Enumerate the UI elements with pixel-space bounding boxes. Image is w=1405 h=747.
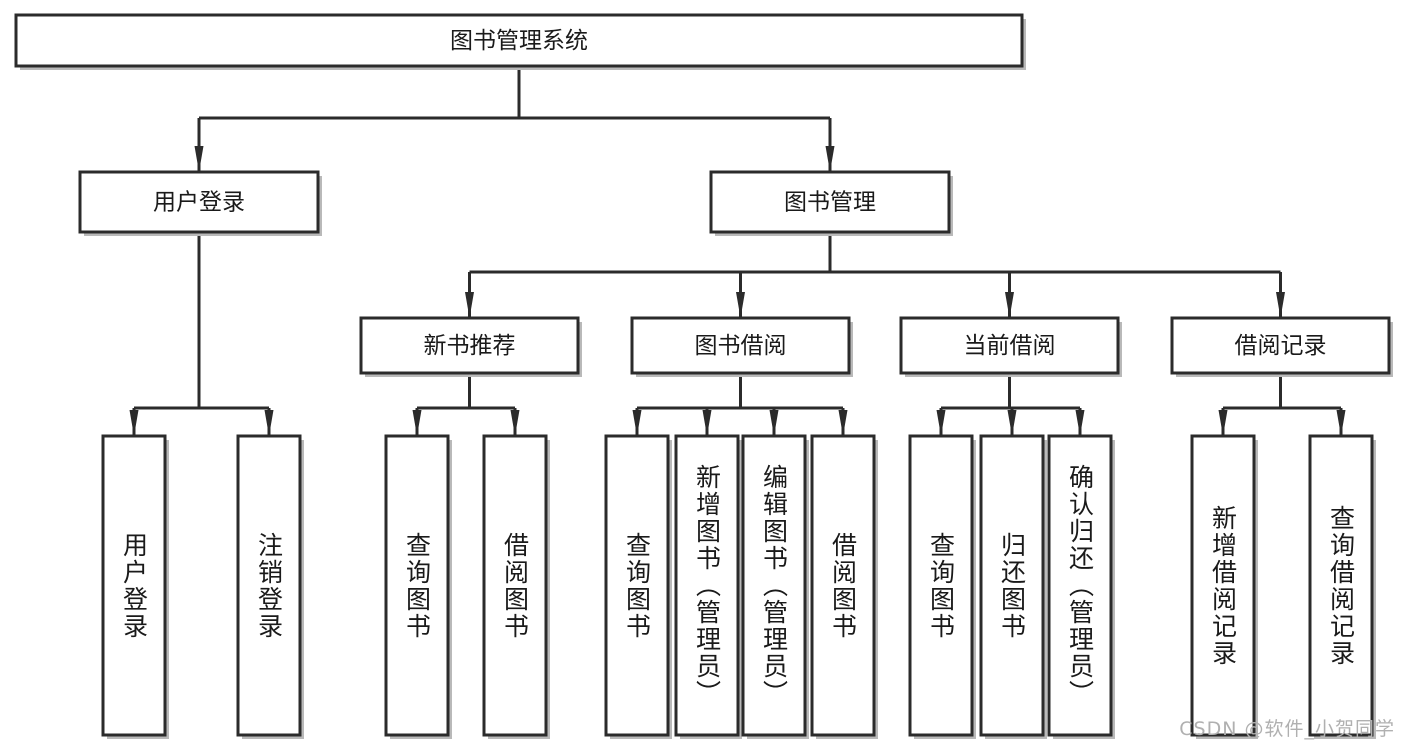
node-level3-1-label: 图书借阅	[695, 333, 787, 359]
node-level3-0[interactable]	[359, 316, 580, 375]
bookmgmt-to-level3-arrow-2	[1005, 292, 1014, 318]
node-leaf-6[interactable]	[741, 434, 807, 737]
node-level3-0-label: 新书推荐	[424, 333, 516, 359]
current-to-leaves-arrow-1	[1007, 410, 1017, 436]
root-to-level2-arrow-0	[194, 146, 204, 172]
borrow-to-leaves-arrow-2	[769, 410, 779, 436]
node-level2-0-label: 用户登录	[153, 190, 245, 216]
node-leaf-4[interactable]	[604, 434, 670, 737]
bookmgmt-to-level3-arrow-3	[1276, 292, 1285, 318]
node-level3-2[interactable]	[899, 316, 1120, 375]
node-leaf-2[interactable]	[384, 434, 450, 737]
node-leaf-5[interactable]	[674, 434, 740, 737]
newbook-to-leaves-arrow-0	[412, 410, 422, 436]
node-level3-2-label: 当前借阅	[964, 333, 1056, 359]
node-leaf-12[interactable]	[1308, 434, 1374, 737]
root-to-level2-arrow-1	[825, 146, 835, 172]
record-to-leaves-arrow-1	[1336, 410, 1346, 436]
current-to-leaves-arrow-0	[936, 410, 946, 436]
node-leaf-3[interactable]	[482, 434, 548, 737]
node-level2-0[interactable]	[78, 170, 320, 234]
node-level2-1[interactable]	[709, 170, 951, 234]
borrow-to-leaves-arrow-1	[702, 410, 712, 436]
node-leaf-11[interactable]	[1190, 434, 1256, 737]
node-level3-1[interactable]	[630, 316, 851, 375]
current-to-leaves-arrow-2	[1075, 410, 1085, 436]
node-leaf-0[interactable]	[101, 434, 167, 737]
node-root-label: 图书管理系统	[450, 28, 588, 54]
csdn-watermark: CSDN @软件_小贺同学	[1179, 718, 1395, 740]
node-leaf-7[interactable]	[810, 434, 876, 737]
node-level3-3[interactable]	[1170, 316, 1391, 375]
node-level2-1-label: 图书管理	[784, 190, 876, 216]
node-leaf-1[interactable]	[236, 434, 302, 737]
bookmgmt-to-level3-arrow-0	[465, 292, 474, 318]
record-to-leaves-arrow-0	[1218, 410, 1228, 436]
box-layer	[14, 13, 1391, 737]
node-level3-3-label: 借阅记录	[1235, 333, 1327, 359]
node-leaf-10[interactable]	[1047, 434, 1113, 737]
bookmgmt-to-level3-arrow-1	[736, 292, 745, 318]
userlogin-to-leaves-arrow-1	[264, 410, 274, 436]
node-root[interactable]	[14, 13, 1024, 68]
borrow-to-leaves-arrow-0	[632, 410, 642, 436]
userlogin-to-leaves-arrow-0	[129, 410, 139, 436]
connector-layer	[129, 66, 1346, 436]
node-leaf-8[interactable]	[908, 434, 974, 737]
node-leaf-9[interactable]	[979, 434, 1045, 737]
newbook-to-leaves-arrow-1	[510, 410, 520, 436]
borrow-to-leaves-arrow-3	[838, 410, 848, 436]
